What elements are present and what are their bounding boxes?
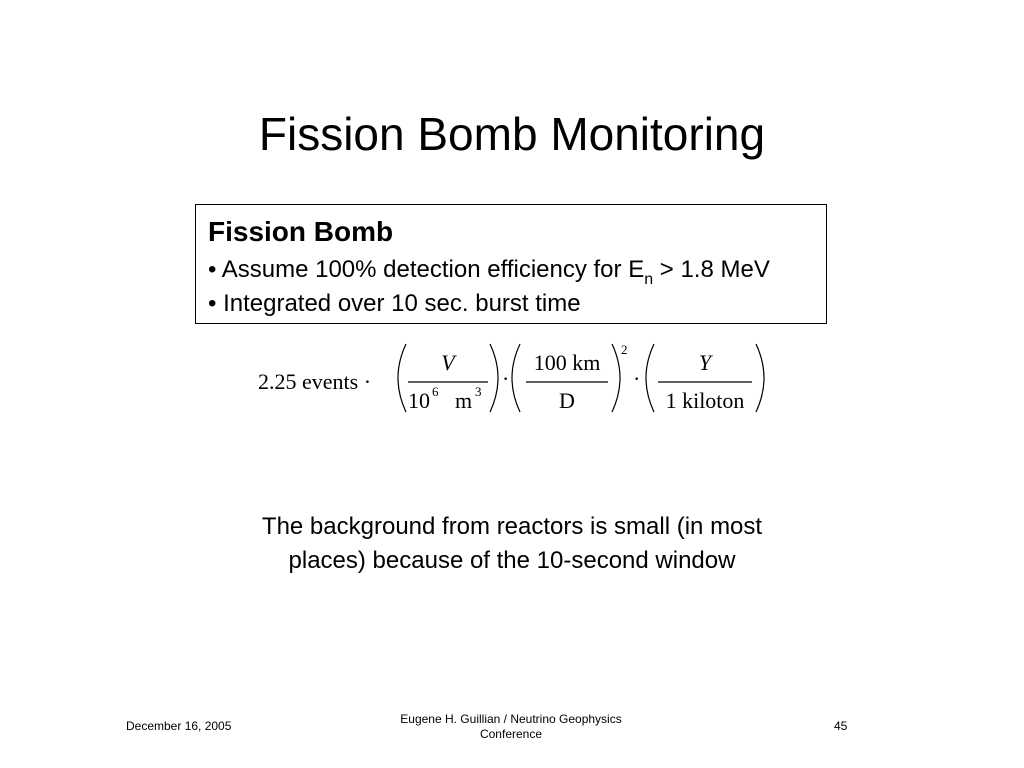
term1-den-unit: m: [455, 388, 472, 413]
footer-page-number: 45: [834, 719, 848, 733]
footer-date: December 16, 2005: [126, 719, 232, 733]
formula-coefficient: 2.25 events ·: [258, 369, 371, 394]
formula-dot-2: ·: [633, 366, 640, 391]
formula-dot-1: ·: [502, 366, 509, 391]
term3-numerator: Y: [699, 350, 714, 375]
bullet-integration-time: • Integrated over 10 sec. burst time: [208, 290, 581, 317]
footer-author-conference: Eugene H. Guillian / Neutrino Geophysics…: [400, 712, 622, 741]
event-rate-formula: 2.25 events · V 10 6 m 3 · 100 km D 2 · …: [250, 338, 780, 418]
bullet1-prefix: • Assume 100% detection efficiency for E: [208, 256, 645, 283]
bullet-detection-efficiency: • Assume 100% detection efficiency for E…: [208, 254, 770, 289]
fission-bomb-box: Fission Bomb • Assume 100% detection eff…: [195, 204, 827, 324]
term2-denominator: D: [559, 388, 575, 413]
paren-left-3: [645, 343, 655, 413]
paren-right-1: [489, 343, 499, 413]
paren-left-1: [397, 343, 407, 413]
paren-left-2: [511, 343, 521, 413]
term3-denominator: 1 kiloton: [666, 388, 745, 413]
slide-title: Fission Bomb Monitoring: [258, 108, 766, 160]
bullet1-subscript: n: [644, 271, 654, 288]
term2-exponent: 2: [621, 342, 628, 357]
term1-den-base: 10: [408, 388, 430, 413]
term1-den-exp: 6: [432, 384, 439, 399]
paren-right-2: [611, 343, 621, 413]
paren-right-3: [755, 343, 765, 413]
bullet1-suffix: > 1.8 MeV: [653, 256, 770, 283]
term2-numerator: 100 km: [534, 350, 601, 375]
term1-den-unit-exp: 3: [475, 384, 482, 399]
term1-numerator: V: [441, 350, 457, 375]
background-note: The background from reactors is small (i…: [261, 513, 763, 574]
box-heading: Fission Bomb: [208, 216, 394, 247]
